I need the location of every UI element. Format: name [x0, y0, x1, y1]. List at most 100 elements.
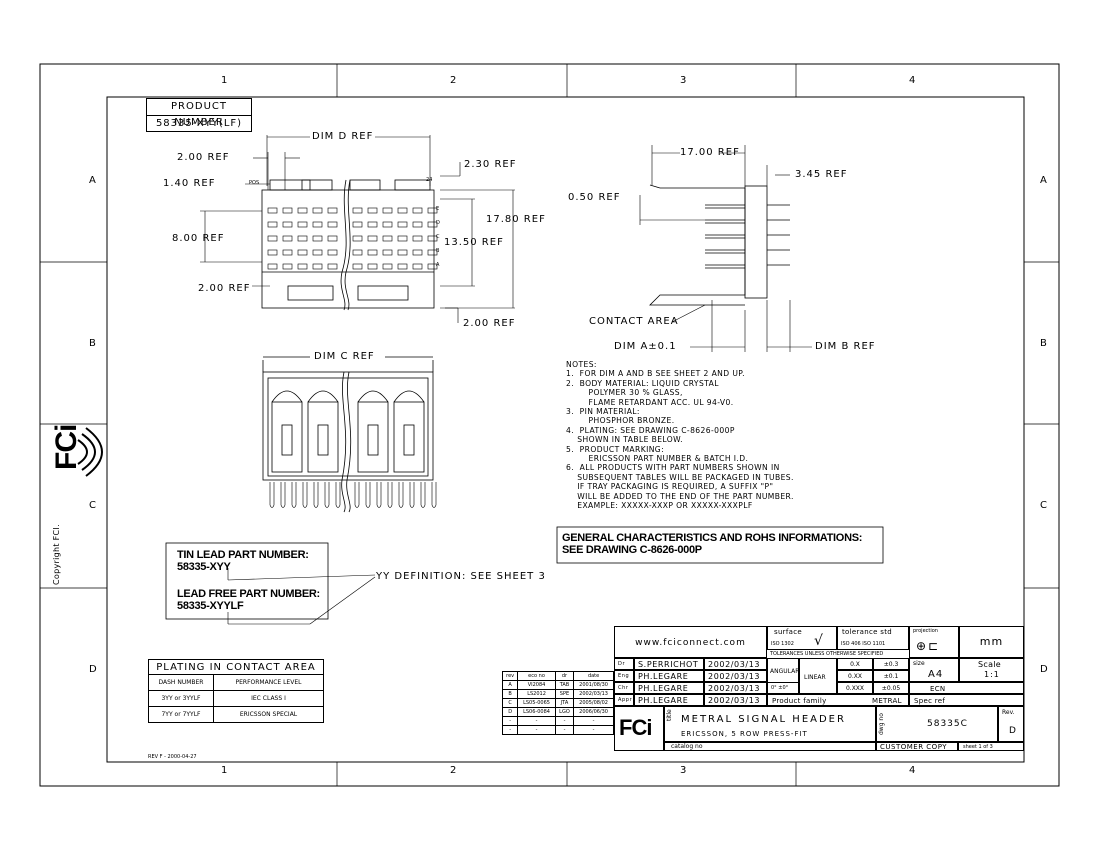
pin-slot: [297, 235, 308, 242]
press-fit-pin: [431, 482, 437, 508]
ref-2-00-left: 2.00 REF: [198, 283, 251, 294]
pin-slot: [352, 249, 363, 256]
linear-tol-cell: 0.X: [837, 658, 873, 670]
customer-copy: CUSTOMER COPY: [880, 743, 948, 751]
website: www.fciconnect.com: [614, 626, 767, 658]
projection-symbol-icon: ⊕⊏: [916, 639, 941, 653]
front-dims: [200, 135, 515, 323]
signoff-cell: S.PERRICHOT: [634, 658, 704, 670]
pin-slot: [282, 263, 293, 270]
pin-slot: [427, 207, 438, 214]
note-line: IF TRAY PACKAGING IS REQUIRED, A SUFFIX …: [566, 482, 774, 492]
zone-col-1-top: 1: [221, 75, 229, 86]
copyright-text: Copyright FCI.: [52, 524, 61, 585]
projection-label: projection: [913, 628, 938, 634]
general-line-1: GENERAL CHARACTERISTICS AND ROHS INFORMA…: [562, 532, 863, 544]
rev-header: eco no: [517, 671, 556, 681]
general-line-2: SEE DRAWING C-8626-000P: [562, 544, 702, 556]
zone-col-3-top: 3: [680, 75, 688, 86]
product-family-value: METRAL: [872, 697, 902, 705]
ref-8-00: 8.00 REF: [172, 233, 225, 244]
contact-area-label: CONTACT AREA: [589, 316, 679, 327]
side-dims: [639, 145, 812, 352]
press-fit-pin: [365, 482, 371, 508]
pin-slot: [397, 263, 408, 270]
fci-logo-side-text: FCi: [50, 424, 83, 470]
signoff-cell: Appr: [614, 694, 634, 706]
angular-val-cell: 0° ±0°: [767, 682, 799, 694]
inner-frame: [106, 96, 1025, 763]
note-line: 3. PIN MATERIAL:: [566, 407, 640, 417]
sheet-cell: sheet 1 of 3: [958, 742, 1024, 751]
pin-slot: [327, 221, 338, 228]
pin-slot: [367, 221, 378, 228]
tolerance-cell: tolerance std ISO 406 ISO 1101: [837, 626, 909, 650]
ref-17-00: 17.00 REF: [680, 147, 740, 158]
surface-check-icon: √: [814, 633, 823, 649]
note-line: POLYMER 30 % GLASS,: [566, 388, 683, 398]
pin-slot: [397, 235, 408, 242]
ecn-cell: ECN: [909, 682, 1024, 694]
tolerance-std: ISO 406 ISO 1101: [841, 641, 886, 647]
zone-row-b-right: B: [1040, 338, 1048, 349]
rev-cell: A: [501, 680, 519, 690]
ref-2-30: 2.30 REF: [464, 159, 517, 170]
pin-slot: [427, 235, 438, 242]
pin-slot: [382, 249, 393, 256]
surface-cell: surface ISO 1302 √: [767, 626, 837, 650]
press-fit-pin: [280, 482, 286, 508]
note-line: EXAMPLE: XXXXX-XXXP OR XXXXX-XXXPLF: [566, 501, 753, 511]
pin-slot: [367, 235, 378, 242]
rev-cell: JTA: [554, 698, 575, 708]
rev-cell: -: [573, 716, 614, 726]
zone-col-1-bottom: 1: [221, 765, 229, 776]
linear-tol-cell: ±0.3: [873, 658, 909, 670]
signoff-cell: Dr: [614, 658, 634, 670]
ref-0-50: 0.50 REF: [568, 192, 621, 203]
projection-cell: projection ⊕⊏: [909, 626, 959, 658]
rev-note: REV F - 2000-04-27: [148, 754, 197, 760]
rev-cell: -: [573, 725, 614, 735]
pin-slot: [397, 221, 408, 228]
note-line: 2. BODY MATERIAL: LIQUID CRYSTAL: [566, 378, 719, 388]
title-line-2: ERICSSON, 5 ROW PRESS-FIT: [681, 730, 808, 738]
pin-slot: [297, 221, 308, 228]
general-text: GENERAL CHARACTERISTICS AND ROHS INFORMA…: [562, 532, 862, 556]
signoff-cell: PH.LEGARE: [634, 682, 704, 694]
pin-slot: [297, 249, 308, 256]
signoff-cell: PH.LEGARE: [634, 694, 704, 706]
rev-cell: B: [501, 689, 519, 699]
rev-cell: 2006/06/30: [573, 707, 614, 717]
rev-cell: -: [554, 725, 575, 735]
row-letter-b: B: [436, 248, 440, 254]
title-label: title: [666, 709, 673, 721]
note-line: 5. PRODUCT MARKING:: [566, 444, 665, 454]
title-cell: title METRAL SIGNAL HEADER ERICSSON, 5 R…: [664, 706, 876, 742]
logo-cell: FCi: [614, 706, 664, 751]
scale-label: Scale: [978, 660, 1002, 669]
size-value: A4: [928, 669, 944, 680]
rev-cell: -: [554, 716, 575, 726]
rev-cell: SPE: [554, 689, 575, 699]
yy-definition: YY DEFINITION: SEE SHEET 3: [376, 571, 546, 582]
rev-cell: -: [501, 716, 519, 726]
dwg-cell: dwg no 58335C: [876, 706, 998, 742]
pin-slot: [427, 249, 438, 256]
row-letter-d: D: [436, 220, 440, 226]
rev-header: rev: [501, 671, 519, 681]
bottom-pins: [269, 482, 437, 508]
pin-slot: [327, 263, 338, 270]
pin-slot: [427, 221, 438, 228]
zone-col-2-top: 2: [450, 75, 458, 86]
zone-col-4-bottom: 4: [909, 765, 917, 776]
pin-slot: [282, 235, 293, 242]
note-line: NOTES:: [566, 360, 597, 369]
ref-3-45: 3.45 REF: [795, 169, 848, 180]
pin-slot: [382, 235, 393, 242]
dim-b-label: DIM B REF: [815, 341, 876, 352]
pin-slot: [312, 221, 323, 228]
note-line: 6. ALL PRODUCTS WITH PART NUMBERS SHOWN …: [566, 463, 780, 473]
rev-cell: -: [517, 725, 556, 735]
yy-leader: [227, 568, 376, 625]
